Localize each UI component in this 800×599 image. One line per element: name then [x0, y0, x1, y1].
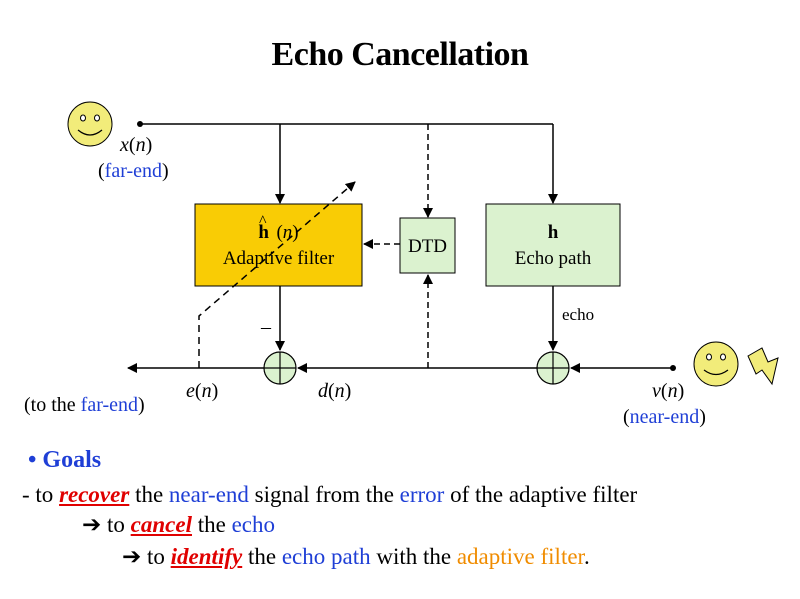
far-end-label: (far-end) — [98, 160, 169, 182]
echo-path-symbol: h — [547, 222, 559, 243]
goals-heading: • Goals — [28, 447, 102, 473]
arrow-right-icon: ➔ — [122, 544, 142, 569]
near-end-signal-label: v(n) — [652, 380, 685, 402]
goal-line-2: ➔ to cancel the echo — [82, 512, 276, 537]
dtd-box — [399, 217, 456, 274]
error-summing-junction — [263, 351, 297, 385]
far-end-smiley-icon — [67, 101, 113, 147]
echo-summing-junction — [536, 351, 570, 385]
to-far-end-label: (to the far-end) — [24, 394, 145, 416]
error-signal-label: e(n) — [186, 380, 219, 402]
desired-signal-label: d(n) — [318, 380, 352, 402]
near-end-label: (near-end) — [623, 406, 706, 428]
lightning-icon — [747, 347, 779, 386]
adaptive-filter-box — [194, 203, 363, 287]
minus-sign: – — [261, 316, 271, 338]
adaptive-filter-symbol: h^(n) — [258, 213, 299, 243]
goal-line-1: - to recover the near-end signal from th… — [22, 482, 638, 507]
echo-path-box — [485, 203, 621, 287]
goal-line-3: ➔ to identify the echo path with the ada… — [122, 544, 590, 569]
input-signal-label: x(n) — [120, 134, 153, 156]
dtd-label: DTD — [407, 236, 448, 257]
arrow-right-icon: ➔ — [82, 512, 102, 537]
adaptive-filter-label: Adaptive filter — [222, 248, 335, 269]
near-end-smiley-icon — [693, 341, 739, 387]
echo-path-label: Echo path — [514, 248, 592, 269]
page-title: Echo Cancellation — [271, 36, 529, 73]
echo-label: echo — [562, 305, 595, 324]
